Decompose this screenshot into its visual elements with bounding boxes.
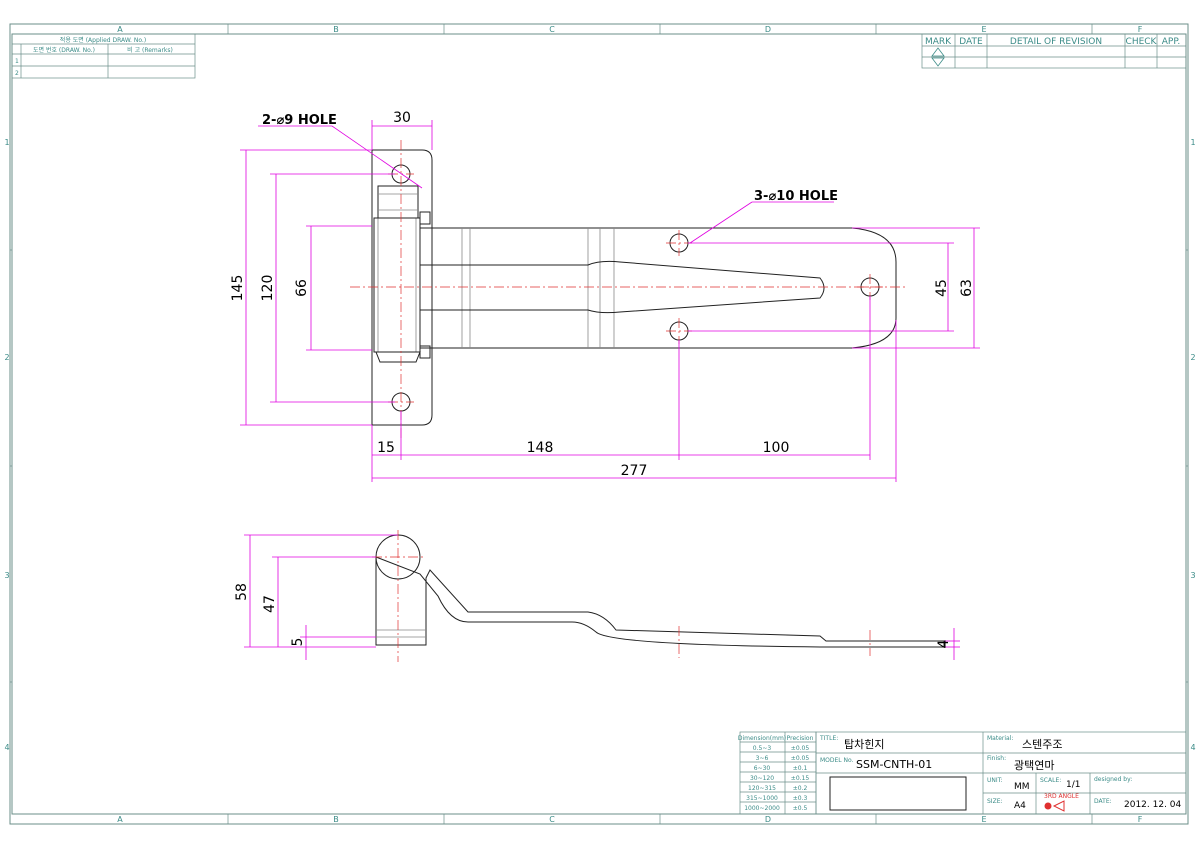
svg-text:6~30: 6~30: [754, 765, 771, 772]
size-value: A4: [1014, 801, 1026, 811]
finish-value: 광택연마: [1014, 759, 1054, 772]
third-angle-projection-icon: [1044, 800, 1065, 812]
svg-text:E: E: [981, 815, 986, 824]
svg-text:D: D: [765, 25, 771, 34]
svg-text:B: B: [333, 815, 339, 824]
svg-text:적용 도면 (Applied DRAW. No.): 적용 도면 (Applied DRAW. No.): [60, 36, 146, 44]
svg-text:2: 2: [4, 353, 9, 362]
svg-text:2: 2: [15, 70, 19, 77]
title-block: [815, 731, 1187, 815]
svg-text:B: B: [333, 25, 339, 34]
scale-value: 1/1: [1066, 780, 1080, 790]
model-number: SSM-CNTH-01: [856, 758, 932, 771]
outer-border: [9, 23, 1189, 825]
svg-text:3: 3: [1190, 571, 1195, 580]
svg-text:120~315: 120~315: [748, 785, 776, 792]
svg-text:1: 1: [4, 138, 9, 147]
unit-label: UNIT:: [987, 777, 1003, 784]
dim-120: 120: [260, 275, 276, 302]
revision-table: MARK DATE DETAIL OF REVISION CHECK APP.: [921, 33, 1187, 69]
dim-63: 63: [959, 279, 975, 297]
svg-text:1: 1: [1190, 138, 1195, 147]
dim-45: 45: [934, 279, 950, 297]
svg-text:C: C: [549, 25, 555, 34]
svg-text:Dimension(mm): Dimension(mm): [738, 735, 786, 742]
svg-text:±0.1: ±0.1: [793, 765, 808, 772]
svg-text:±0.05: ±0.05: [791, 745, 810, 752]
svg-text:3~6: 3~6: [756, 755, 769, 762]
dim-277: 277: [621, 463, 648, 479]
svg-text:±0.3: ±0.3: [793, 795, 808, 802]
svg-text:±0.05: ±0.05: [791, 755, 810, 762]
zone-labels: A B C D E F A B C D E F 1 2 3 4 1 2 3 4: [4, 25, 1195, 824]
dim-5: 5: [290, 638, 306, 647]
date-label: DATE:: [1094, 798, 1112, 805]
top-view-dimensions: 30 145 120 66 45 63 15 148 100: [230, 110, 980, 482]
svg-text:APP.: APP.: [1162, 37, 1180, 47]
model-label: MODEL No.: [820, 757, 854, 764]
svg-text:Precision: Precision: [787, 735, 814, 742]
svg-text:2: 2: [1190, 353, 1195, 362]
svg-text:E: E: [981, 25, 986, 34]
tolerance-table: Dimension(mm) Precision 0.5~3 ±0.05 3~6 …: [738, 731, 817, 815]
svg-text:도면 번호 (DRAW. No.): 도면 번호 (DRAW. No.): [33, 46, 95, 54]
scale-label: SCALE:: [1040, 777, 1061, 784]
side-view-dimensions: 58 47 5 4: [234, 534, 960, 660]
dim-15: 15: [377, 440, 395, 456]
svg-text:CHECK: CHECK: [1126, 37, 1158, 47]
applied-drawing-table: 적용 도면 (Applied DRAW. No.) 도면 번호 (DRAW. N…: [11, 33, 196, 79]
drawing-title: 탑차힌지: [844, 738, 884, 751]
dim-145: 145: [230, 275, 246, 302]
svg-text:4: 4: [1190, 743, 1195, 752]
callout-9-hole: 2-⌀9 HOLE: [262, 113, 337, 128]
svg-text:비 고 (Remarks): 비 고 (Remarks): [127, 46, 173, 54]
unit-value: MM: [1014, 782, 1030, 792]
zone-ticks: [10, 24, 1188, 824]
svg-text:F: F: [1138, 25, 1143, 34]
svg-text:A: A: [117, 815, 123, 824]
svg-text:1: 1: [15, 58, 19, 65]
projection-label: 3RD ANGLE: [1044, 793, 1079, 800]
revision-triangle-icon: [931, 47, 945, 57]
svg-text:A: A: [117, 25, 123, 34]
svg-text:±0.15: ±0.15: [791, 775, 810, 782]
svg-text:315~1000: 315~1000: [746, 795, 778, 802]
date-value: 2012. 12. 04: [1124, 800, 1182, 810]
finish-label: Finish:: [987, 755, 1006, 762]
svg-text:DETAIL OF REVISION: DETAIL OF REVISION: [1010, 37, 1102, 47]
svg-text:1000~2000: 1000~2000: [744, 805, 780, 812]
inner-border: [11, 33, 1187, 815]
designed-by-label: designed by:: [1094, 776, 1132, 783]
svg-text:3: 3: [4, 571, 9, 580]
material-value: 스텐주조: [1022, 738, 1062, 751]
dim-100: 100: [763, 440, 790, 456]
callout-10-hole: 3-⌀10 HOLE: [754, 189, 838, 204]
svg-text:±0.2: ±0.2: [793, 785, 808, 792]
dim-58: 58: [234, 583, 250, 601]
svg-text:D: D: [765, 815, 771, 824]
material-label: Material:: [987, 735, 1013, 742]
svg-text:MARK: MARK: [925, 37, 952, 47]
drawing-logo-box: [829, 776, 967, 811]
svg-text:DATE: DATE: [959, 37, 983, 47]
side-view: [372, 530, 945, 662]
top-view: [350, 140, 905, 440]
title-label: TITLE:: [819, 735, 838, 742]
size-label: SIZE:: [987, 798, 1003, 805]
dim-148: 148: [527, 440, 554, 456]
dim-30: 30: [393, 110, 411, 126]
svg-text:±0.5: ±0.5: [793, 805, 808, 812]
dim-47: 47: [262, 595, 278, 613]
svg-text:F: F: [1138, 815, 1143, 824]
svg-text:4: 4: [4, 743, 9, 752]
dim-4: 4: [936, 639, 952, 648]
svg-text:0.5~3: 0.5~3: [753, 745, 772, 752]
svg-text:30~120: 30~120: [750, 775, 774, 782]
svg-text:C: C: [549, 815, 555, 824]
dim-66: 66: [294, 279, 310, 297]
